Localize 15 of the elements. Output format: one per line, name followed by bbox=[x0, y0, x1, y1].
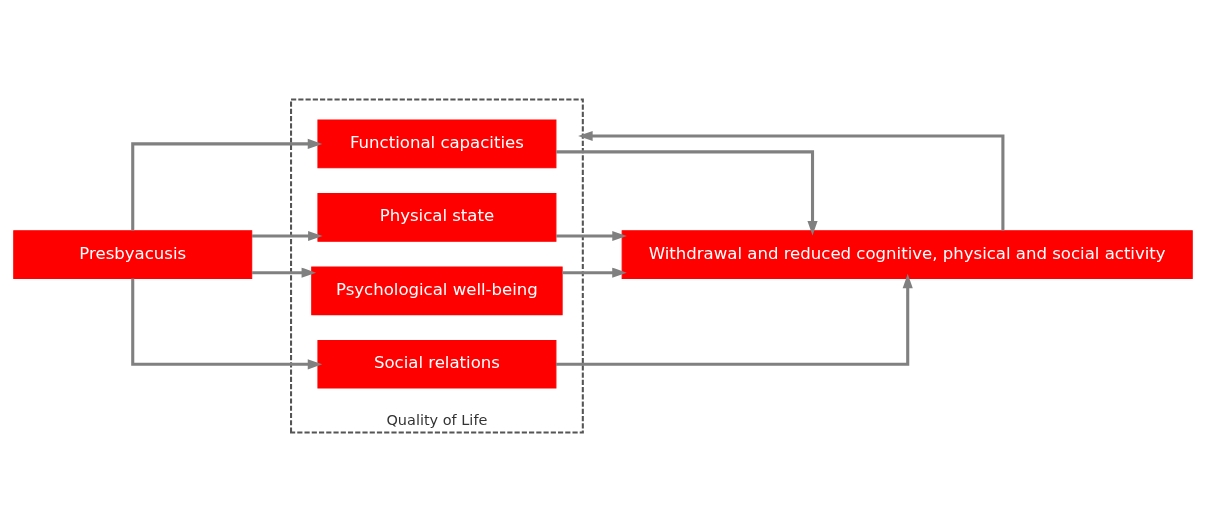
node-box: Physical state bbox=[317, 192, 557, 242]
arrow bbox=[252, 230, 323, 241]
arrow bbox=[556, 230, 627, 241]
arrow bbox=[131, 277, 323, 369]
arrow bbox=[556, 273, 913, 366]
arrow bbox=[556, 149, 818, 235]
arrow bbox=[131, 138, 323, 231]
node-box: Social relations bbox=[317, 339, 557, 389]
arrow bbox=[252, 267, 317, 278]
node-box: Withdrawal and reduced cognitive, physical and social activity bbox=[621, 229, 1193, 279]
node-box: Psychological well-being bbox=[311, 266, 563, 315]
node-box: Functional capacities bbox=[317, 119, 557, 168]
arrow bbox=[562, 267, 627, 278]
node-box: Presbyacusis bbox=[13, 229, 253, 279]
arrow bbox=[578, 130, 1005, 231]
